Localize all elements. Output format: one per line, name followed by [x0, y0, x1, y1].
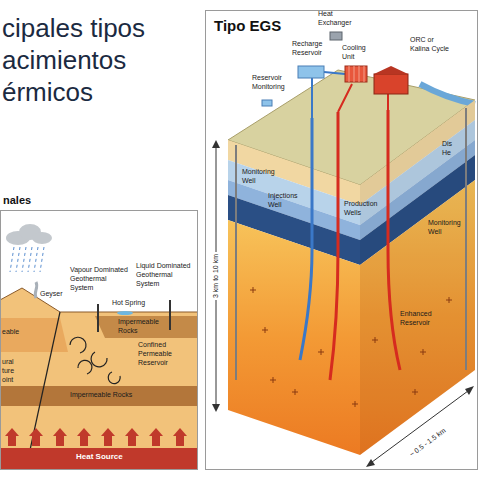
illustration-shape	[235, 145, 237, 380]
illustration-shape	[250, 287, 452, 407]
component-label: Reservoir Monitoring	[252, 74, 296, 92]
conventional-illustration	[1, 211, 197, 469]
panel-conventional: nales	[0, 210, 198, 470]
illustration-shape	[1, 288, 197, 469]
feature-label: Geyser	[40, 290, 70, 299]
illustration-shape	[77, 428, 91, 446]
illustration-shape	[465, 108, 467, 370]
illustration-shape	[125, 428, 139, 446]
illustration-shape	[1, 211, 197, 469]
illustration-shape	[318, 349, 324, 355]
illustration-shape	[300, 118, 312, 360]
illustration-shape	[420, 84, 475, 104]
illustration-shape	[330, 32, 342, 40]
illustration-shape	[32, 232, 52, 244]
illustration-shape	[22, 247, 26, 272]
egs-illustration	[212, 32, 475, 467]
feature-label: Hot Spring	[112, 299, 152, 308]
illustration-shape	[78, 360, 92, 374]
illustration-shape	[35, 282, 37, 298]
illustration-shape	[70, 337, 120, 383]
component-label: Cooling Unit	[342, 44, 372, 62]
heat-source-label: Heat Source	[76, 452, 146, 462]
layer-label: Impermeable Rocks	[118, 318, 162, 336]
layer-label: Impermeable Rocks	[70, 391, 160, 400]
illustration-shape	[349, 66, 364, 82]
feature-label: ural ture oint	[2, 358, 24, 384]
dimension-label: 3 km to 10 km	[212, 252, 221, 300]
well-label: Production Wells	[344, 200, 382, 218]
illustration-shape	[40, 247, 44, 272]
illustration-shape	[374, 74, 408, 94]
illustration-shape	[5, 428, 187, 446]
panel-heading: Tipo EGS	[214, 17, 281, 34]
illustration-shape	[298, 66, 324, 78]
illustration-shape	[29, 428, 43, 446]
well-label: Monitoring Well	[428, 219, 464, 237]
illustration-shape	[292, 389, 298, 395]
component-label: Heat Exchanger	[318, 10, 358, 28]
illustration-shape	[95, 316, 197, 338]
well-label: Injections Well	[268, 192, 302, 210]
illustration-shape	[330, 112, 338, 380]
illustration-shape	[250, 287, 256, 293]
illustration-shape	[16, 247, 20, 272]
illustration-shape	[30, 312, 60, 450]
system-label: Liquid Dominated Geothermal System	[136, 262, 194, 288]
illustration-shape	[212, 140, 220, 148]
illustration-shape	[212, 404, 220, 412]
component-label: ORC or Kalina Cycle	[410, 36, 454, 54]
illustration-shape	[345, 66, 367, 82]
illustration-shape	[117, 311, 133, 315]
layer-label: eable	[2, 328, 32, 337]
illustration-shape	[366, 459, 375, 467]
illustration-shape	[262, 100, 272, 106]
illustration-shape	[446, 297, 452, 303]
illustration-shape	[10, 247, 14, 272]
layer-label: Confined Permeable Reservoir	[138, 341, 192, 367]
illustration-shape	[465, 386, 474, 395]
illustration-shape	[312, 72, 345, 118]
illustration-shape	[97, 304, 99, 332]
illustration-shape	[169, 300, 171, 330]
well-label: Monitoring Well	[242, 168, 278, 186]
illustration-shape	[360, 100, 475, 455]
illustration-shape	[368, 388, 472, 465]
illustration-shape	[101, 428, 115, 446]
illustration-shape	[34, 247, 38, 272]
illustration-shape	[1, 386, 197, 406]
panel-heading: nales	[3, 194, 31, 206]
illustration-shape	[352, 401, 358, 407]
illustration-shape	[388, 110, 400, 370]
dimension-label: ~ 0.5 - 1.5 km	[407, 426, 450, 461]
illustration-shape	[149, 428, 163, 446]
illustration-shape	[70, 337, 86, 353]
illustration-shape	[5, 428, 19, 446]
illustration-shape	[374, 66, 408, 74]
illustration-shape	[53, 428, 67, 446]
illustration-shape	[412, 389, 418, 395]
illustration-shape	[1, 448, 197, 469]
component-label: Recharge Reservoir	[292, 40, 330, 58]
illustration-shape	[228, 220, 360, 455]
illustration-shape	[372, 337, 378, 343]
panel-egs: Tipo EGS	[205, 10, 478, 470]
illustration-shape	[10, 247, 44, 272]
component-label: Dis He	[442, 140, 462, 158]
slide-title: cipales tipos acimientos érmicos	[2, 12, 194, 108]
illustration-shape	[270, 377, 276, 383]
system-label: Vapour Dominated Geothermal System	[70, 266, 128, 292]
illustration-shape	[420, 349, 426, 355]
reservoir-label: Enhanced Reservoir	[400, 310, 444, 328]
illustration-shape	[108, 372, 120, 384]
illustration-shape	[28, 247, 32, 272]
illustration-shape	[262, 327, 268, 333]
illustration-shape	[173, 428, 187, 446]
illustration-shape	[91, 352, 107, 367]
